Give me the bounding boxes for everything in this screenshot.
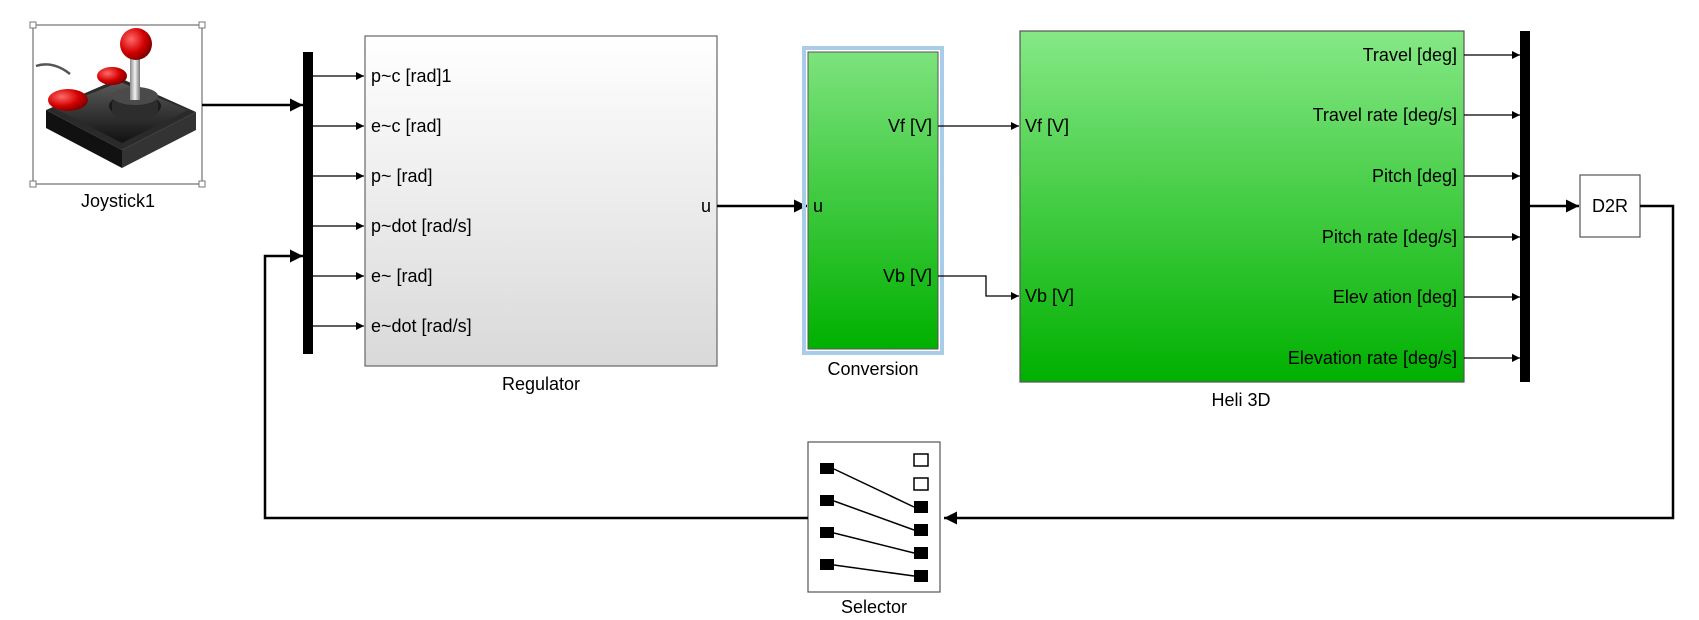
- heli-output-label: Elev ation [deg]: [1333, 287, 1457, 307]
- regulator-input-label: p~dot [rad/s]: [371, 216, 472, 236]
- conversion-output-label: Vb [V]: [883, 266, 932, 286]
- mux-bar-right[interactable]: [1520, 31, 1530, 382]
- heli-output-label: Travel [deg]: [1363, 45, 1457, 65]
- heli-output-label: Pitch rate [deg/s]: [1322, 227, 1457, 247]
- heli-mux-signals: [1464, 51, 1520, 362]
- regulator-block[interactable]: p~c [rad]1 e~c [rad] p~ [rad] p~dot [rad…: [364, 35, 718, 367]
- conversion-block[interactable]: u Vf [V] Vb [V]: [802, 46, 944, 355]
- regulator-title: Regulator: [502, 374, 580, 394]
- joystick-icon: [35, 28, 196, 168]
- d2r-label: D2R: [1592, 196, 1628, 216]
- regulator-input-label: p~ [rad]: [371, 166, 433, 186]
- regulator-input-label: p~c [rad]1: [371, 66, 452, 86]
- mux-regulator-signals: [313, 72, 364, 330]
- signal-selector-mux[interactable]: [263, 249, 808, 520]
- heli-input-label: Vf [V]: [1025, 116, 1069, 136]
- conversion-output-label: Vf [V]: [888, 116, 932, 136]
- signal-d2r-selector[interactable]: [944, 204, 1675, 525]
- heli-input-label: Vb [V]: [1025, 286, 1074, 306]
- joystick-title: Joystick1: [81, 191, 155, 211]
- heli-output-label: Pitch [deg]: [1372, 166, 1457, 186]
- selector-icon: [820, 453, 929, 582]
- regulator-input-label: e~c [rad]: [371, 116, 442, 136]
- selector-block[interactable]: [807, 441, 941, 593]
- conversion-input-label: u: [813, 196, 823, 216]
- regulator-input-label: e~ [rad]: [371, 266, 433, 286]
- heli-3d-title: Heli 3D: [1211, 390, 1270, 410]
- heli-output-label: Travel rate [deg/s]: [1313, 105, 1457, 125]
- selector-title: Selector: [841, 597, 907, 617]
- regulator-input-label: e~dot [rad/s]: [371, 316, 472, 336]
- regulator-output-label: u: [701, 196, 711, 216]
- mux-bar[interactable]: [303, 52, 313, 354]
- signal-vb[interactable]: [938, 275, 1019, 300]
- d2r-block[interactable]: D2R: [1579, 174, 1641, 238]
- conversion-title: Conversion: [827, 359, 918, 379]
- joystick-block[interactable]: [29, 21, 206, 188]
- heli-output-label: Elevation rate [deg/s]: [1288, 348, 1457, 368]
- heli-3d-block[interactable]: Vf [V] Vb [V] Travel [deg] Travel rate […: [1019, 30, 1465, 383]
